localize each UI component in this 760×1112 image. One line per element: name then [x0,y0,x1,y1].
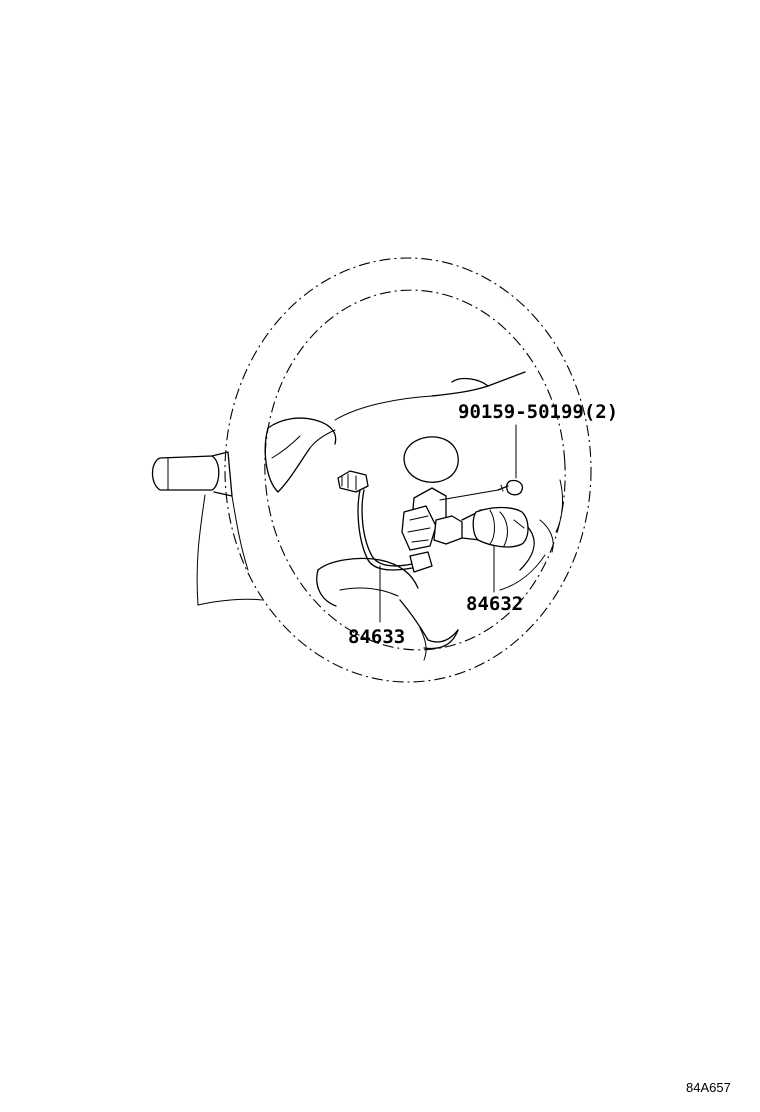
leader-lines [379,424,517,623]
figure-code: 84A657 [686,1080,731,1095]
callout-switch-part-number: 84632 [466,593,523,615]
cruise-control-switch-84632 [401,487,529,551]
callout-screw-part-number: 90159-50199(2) [458,401,618,423]
steering-wheel-rim [224,257,592,683]
callout-wire-part-number: 84633 [348,626,405,648]
wire-harness-84633 [337,470,433,573]
combination-switch-stalk [151,451,263,606]
steering-wheel-spokes [264,371,564,661]
screw-90159-50199 [497,479,524,496]
